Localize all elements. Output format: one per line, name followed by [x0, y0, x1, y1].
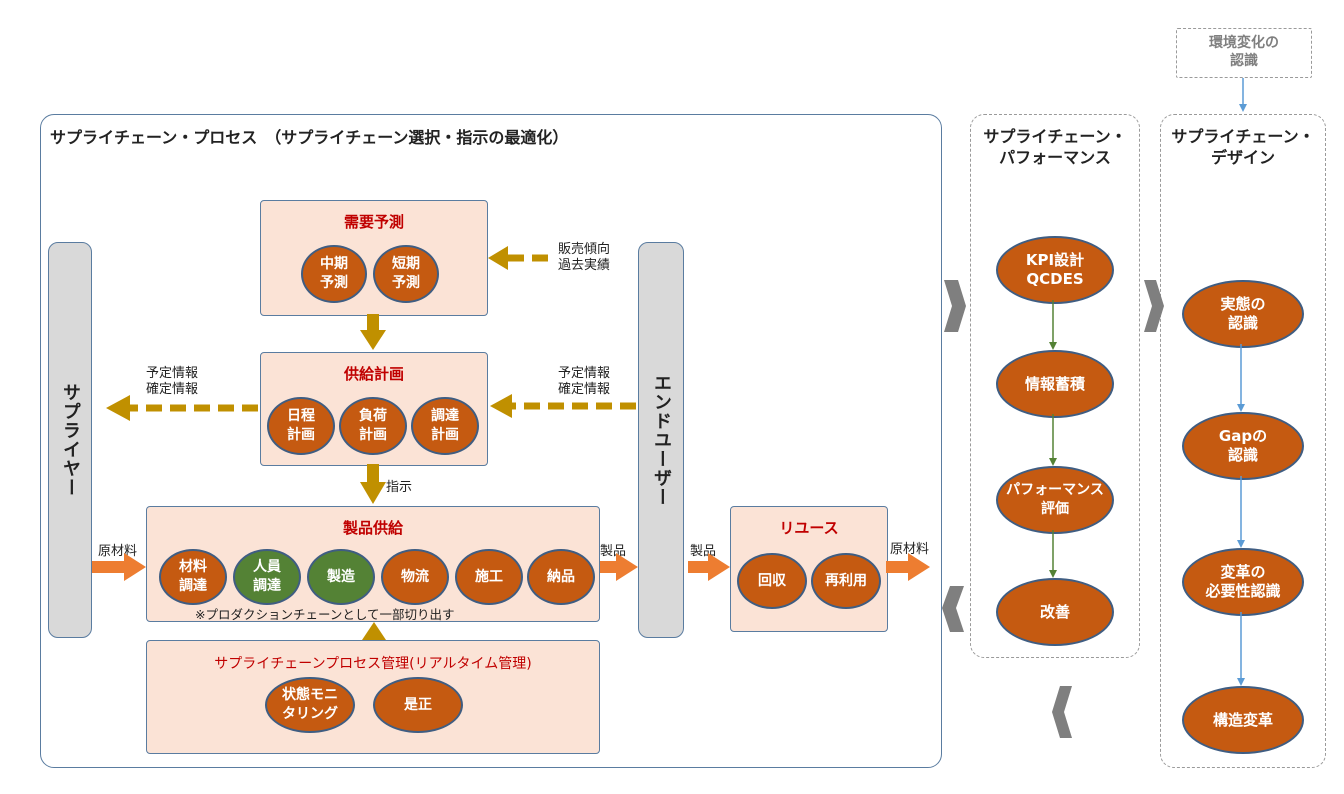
- design-frame: [1160, 114, 1326, 768]
- sales-trend-arrowhead: [488, 246, 508, 270]
- product-to-reuse-arrow: [688, 561, 710, 573]
- supply-plan-item-load: 負荷 計画: [339, 397, 407, 455]
- demand-forecast-title: 需要予測: [343, 213, 404, 231]
- env-to-design-head: [1239, 104, 1247, 112]
- plan-to-product-arrow: [367, 464, 379, 484]
- supplier-label: サプライヤー: [60, 383, 81, 497]
- process-mgmt-title: サプライチェーンプロセス管理(リアルタイム管理): [214, 656, 532, 672]
- schedule-info-right-label: 予定情報 確定情報: [558, 366, 611, 397]
- design-item-need: 変革の 必要性認識: [1182, 548, 1304, 616]
- process-title: サプライチェーン・プロセス （サプライチェーン選択・指示の最適化）: [50, 128, 569, 147]
- enduser-label: エンドユーザー: [651, 373, 672, 507]
- chevron-left-icon-1: [942, 586, 964, 632]
- product-supply-note: ※プロダクションチェーンとして一部切り出す: [195, 607, 455, 622]
- supply-plan-item-procure: 調達 計画: [411, 397, 479, 455]
- reuse-title: リユース: [779, 519, 839, 537]
- chevron-right-icon-1: [944, 280, 966, 332]
- raw-material-out-label: 原材料: [890, 542, 930, 557]
- performance-item-eval: パフォーマンス 評価: [996, 466, 1114, 534]
- reuse-item-recycle: 再利用: [811, 553, 881, 609]
- product-item-manufacture: 製造: [307, 549, 375, 605]
- chevron-right-icon-2: [1144, 280, 1164, 332]
- process-mgmt-item-monitor: 状態モニ タリング: [265, 677, 355, 733]
- design-connector-3-head: [1237, 678, 1245, 686]
- demand-to-plan-arrow: [367, 314, 379, 332]
- performance-item-info: 情報蓄積: [996, 350, 1114, 418]
- plan-to-product-arrowhead: [360, 482, 386, 504]
- product-item-staff: 人員 調達: [233, 549, 301, 605]
- product-item-logistics: 物流: [381, 549, 449, 605]
- plan-to-supplier-arrowhead: [106, 395, 130, 421]
- reuse-item-collect: 回収: [737, 553, 807, 609]
- product-out-arrowhead: [616, 553, 638, 581]
- product-out-arrow: [600, 561, 618, 573]
- performance-item-kpi: KPI設計 QCDES: [996, 236, 1114, 304]
- env-change-box: [1176, 28, 1312, 78]
- perf-connector-3-head: [1049, 570, 1057, 578]
- supplier-bar: サプライヤー: [48, 242, 92, 638]
- product-item-construction: 施工: [455, 549, 523, 605]
- design-title: サプライチェーン・ デザイン: [1171, 127, 1315, 167]
- mgmt-to-product-arrowhead: [362, 622, 386, 640]
- demand-item-mid: 中期 予測: [301, 245, 367, 303]
- product-to-reuse-arrowhead: [708, 553, 730, 581]
- product-item-material: 材料 調達: [159, 549, 227, 605]
- design-item-gap: Gapの 認識: [1182, 412, 1304, 480]
- perf-connector-2-head: [1049, 458, 1057, 466]
- enduser-bar: エンドユーザー: [638, 242, 684, 638]
- perf-connector-1-head: [1049, 342, 1057, 350]
- demand-forecast-box: 需要予測 中期 予測 短期 予測: [260, 200, 488, 316]
- chevron-left-icon-2: [1052, 686, 1072, 738]
- instruction-label: 指示: [386, 480, 413, 495]
- process-mgmt-item-correction: 是正: [373, 677, 463, 733]
- supply-plan-item-schedule: 日程 計画: [267, 397, 335, 455]
- design-connector-2-head: [1237, 540, 1245, 548]
- demand-to-plan-arrowhead: [360, 330, 386, 350]
- raw-in-arrowhead: [124, 553, 146, 581]
- raw-out-arrowhead: [908, 553, 930, 581]
- design-connector-1-head: [1237, 404, 1245, 412]
- raw-out-arrow: [886, 561, 910, 573]
- process-frame: [40, 114, 942, 768]
- product-item-delivery: 納品: [527, 549, 595, 605]
- reuse-box: リユース 回収 再利用: [730, 506, 888, 632]
- enduser-to-plan-arrowhead: [490, 394, 512, 418]
- design-item-reform: 構造変革: [1182, 686, 1304, 754]
- raw-in-arrow: [92, 561, 126, 573]
- demand-item-short: 短期 予測: [373, 245, 439, 303]
- schedule-info-left-label: 予定情報 確定情報: [146, 366, 199, 397]
- performance-frame: [970, 114, 1140, 658]
- supply-plan-title: 供給計画: [343, 365, 404, 383]
- product-supply-title: 製品供給: [342, 519, 403, 537]
- process-mgmt-box: サプライチェーンプロセス管理(リアルタイム管理) 状態モニ タリング 是正: [146, 640, 600, 754]
- design-item-actual: 実態の 認識: [1182, 280, 1304, 348]
- product-supply-box: 製品供給 材料 調達 人員 調達 製造 物流 施工 納品 ※プロダクションチェー…: [146, 506, 600, 622]
- supply-plan-box: 供給計画 日程 計画 負荷 計画 調達 計画: [260, 352, 488, 466]
- sales-trend-label: 販売傾向 過去実績: [558, 242, 611, 273]
- performance-title: サプライチェーン・ パフォーマンス: [983, 127, 1127, 167]
- env-change-label: 環境変化の 認識: [1209, 35, 1279, 69]
- performance-item-improve: 改善: [996, 578, 1114, 646]
